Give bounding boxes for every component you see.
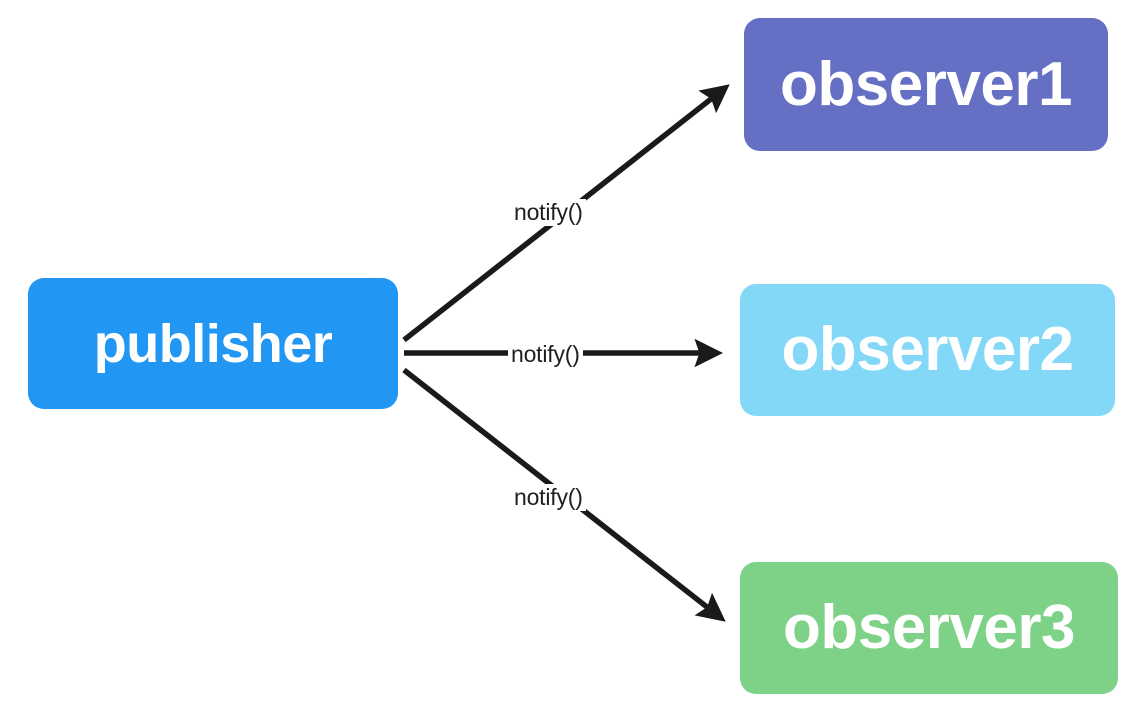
node-publisher-label: publisher (93, 313, 333, 374)
node-observer3-label: observer3 (783, 593, 1075, 662)
node-observer2[interactable]: observer2 (740, 284, 1115, 416)
node-publisher[interactable]: publisher (28, 278, 398, 409)
edge-label-notify-observer1: notify() (511, 199, 586, 226)
edge-label-notify-observer3: notify() (511, 484, 586, 511)
node-observer1[interactable]: observer1 (744, 18, 1108, 151)
edge-label-notify-observer2: notify() (508, 341, 583, 368)
node-observer1-label: observer1 (780, 49, 1072, 119)
node-observer3[interactable]: observer3 (740, 562, 1118, 694)
node-observer2-label: observer2 (781, 315, 1074, 384)
